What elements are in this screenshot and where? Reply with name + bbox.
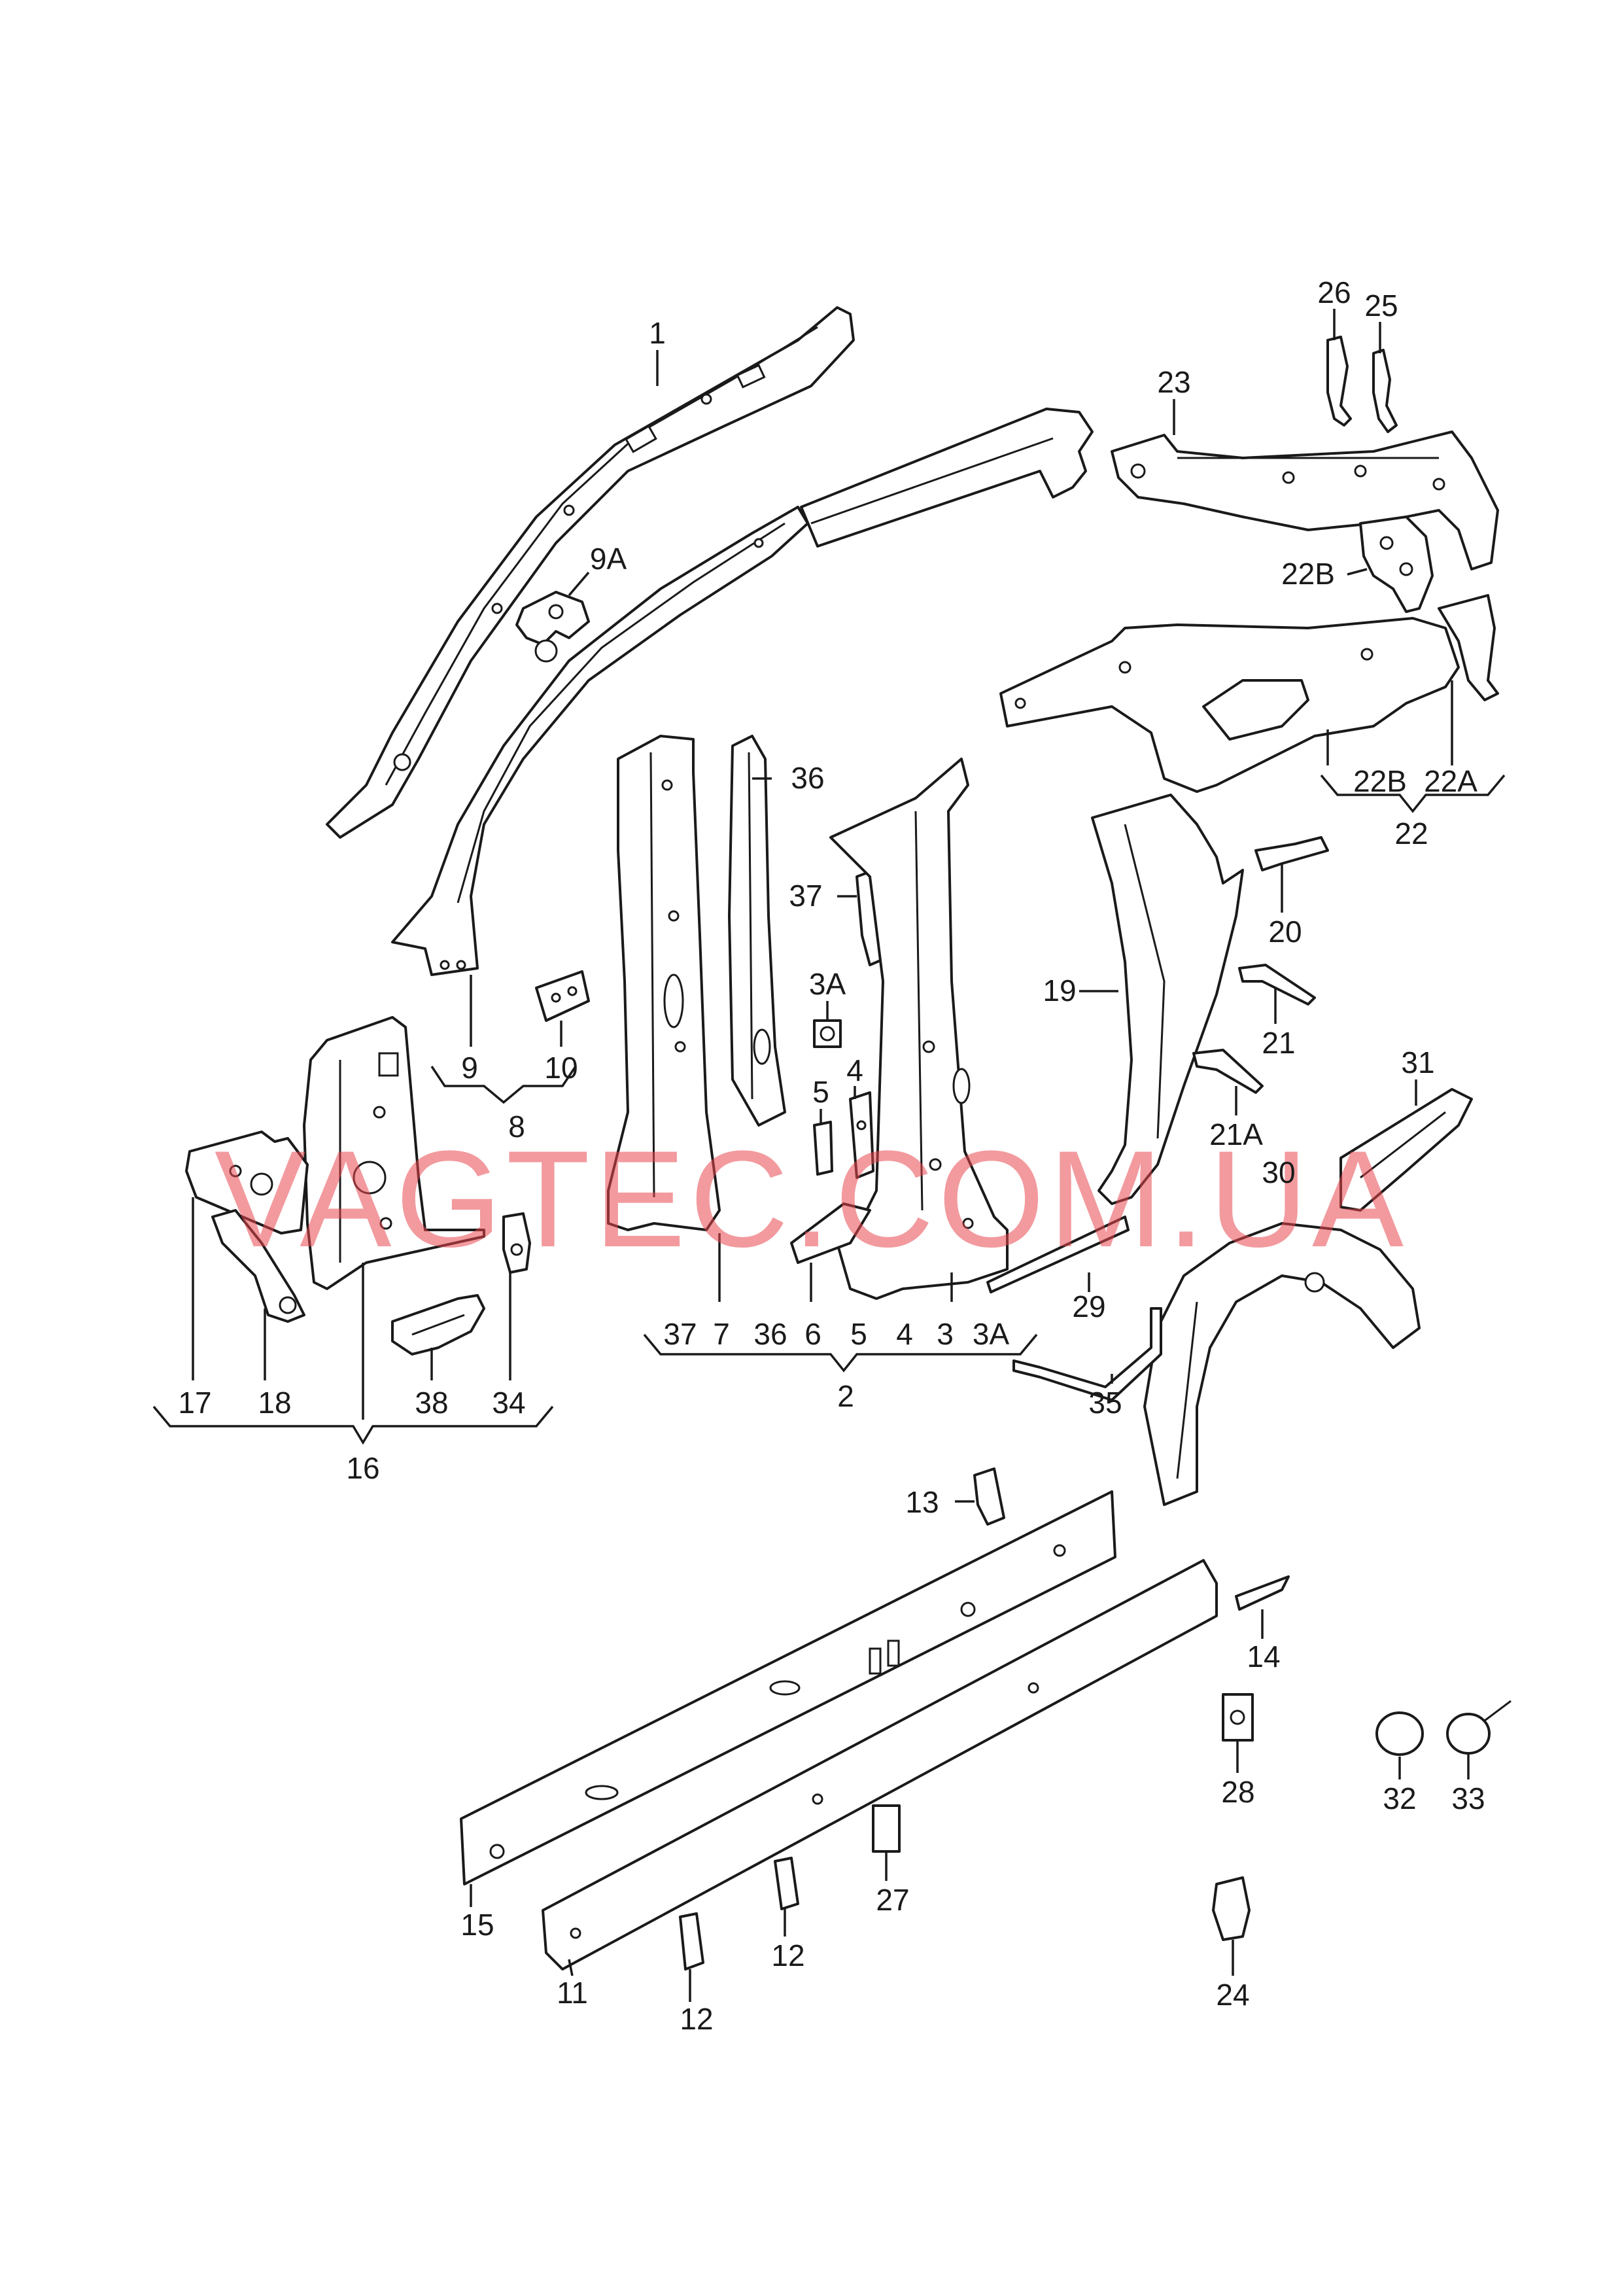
- part-3a-nut[interactable]: [813, 1019, 842, 1048]
- label-18: 18: [258, 1386, 291, 1420]
- part-28-block[interactable]: [1222, 1693, 1254, 1742]
- label-34: 34: [492, 1386, 525, 1420]
- part-9-roof-side-rail[interactable]: [391, 506, 809, 976]
- leader-lines: [152, 309, 1506, 2002]
- label-31: 31: [1401, 1045, 1434, 1079]
- part-33-clip[interactable]: [1446, 1700, 1512, 1755]
- label-13: 13: [905, 1485, 939, 1519]
- label-25: 25: [1364, 289, 1398, 323]
- label-33: 33: [1451, 1781, 1485, 1815]
- part-1-a-pillar-rail[interactable]: [326, 306, 855, 839]
- part-15-sill-inner[interactable]: [460, 1490, 1116, 1885]
- part-11-sill-outer[interactable]: [542, 1559, 1218, 1971]
- part-4-bracket[interactable]: [849, 1091, 874, 1179]
- label-22b-upper: 22B: [1281, 557, 1335, 591]
- part-22-rear-inner-panel[interactable]: [999, 617, 1460, 793]
- label-24: 24: [1216, 1978, 1249, 2012]
- label-12-lower: 12: [680, 2002, 713, 2036]
- label-12-upper: 12: [771, 1938, 804, 1972]
- part-32-plug[interactable]: [1375, 1711, 1424, 1756]
- label-3a: 3A: [973, 1317, 1010, 1351]
- part-38-plate[interactable]: [391, 1294, 485, 1356]
- label-27: 27: [876, 1883, 909, 1917]
- part-22a-bracket[interactable]: [1438, 594, 1499, 701]
- part-9a-bracket[interactable]: [515, 591, 590, 663]
- label-3a-upper: 3A: [809, 967, 846, 1001]
- label-37-upper: 37: [789, 879, 822, 913]
- label-38: 38: [415, 1386, 448, 1420]
- part-13-plug[interactable]: [973, 1467, 1005, 1526]
- label-30: 30: [1262, 1155, 1295, 1189]
- label-20: 20: [1268, 915, 1302, 949]
- part-27-clip[interactable]: [872, 1804, 901, 1853]
- label-4-upper: 4: [846, 1053, 863, 1087]
- part-5-bracket[interactable]: [813, 1121, 833, 1176]
- label-32: 32: [1383, 1781, 1416, 1815]
- label-22b: 22B: [1353, 764, 1407, 798]
- watermark-text: VAGTEC.COM.UA: [215, 1122, 1408, 1276]
- part-26-strip[interactable]: [1326, 336, 1352, 427]
- label-14: 14: [1247, 1639, 1280, 1673]
- part-20-clip[interactable]: [1254, 836, 1329, 871]
- label-36-upper: 36: [791, 761, 824, 795]
- part-18-brace[interactable]: [211, 1209, 305, 1323]
- part-12-plug-lower[interactable]: [679, 1912, 704, 1971]
- label-21a: 21A: [1209, 1117, 1263, 1151]
- label-9: 9: [461, 1051, 478, 1085]
- part-21-clip[interactable]: [1238, 964, 1316, 1006]
- label-8: 8: [508, 1110, 525, 1144]
- label-26: 26: [1317, 275, 1351, 309]
- part-21a-clip[interactable]: [1192, 1049, 1264, 1094]
- part-25-strip[interactable]: [1372, 349, 1398, 433]
- label-19: 19: [1043, 973, 1076, 1007]
- label-37: 37: [663, 1317, 697, 1351]
- label-23: 23: [1157, 365, 1190, 399]
- part-29-strip[interactable]: [986, 1216, 1130, 1293]
- label-2: 2: [837, 1379, 854, 1413]
- part-36-reinforcement[interactable]: [728, 735, 786, 1127]
- label-5: 5: [850, 1317, 867, 1351]
- label-1: 1: [649, 316, 666, 350]
- part-10-patch[interactable]: [535, 970, 590, 1022]
- label-9a: 9A: [590, 542, 627, 576]
- label-29: 29: [1072, 1289, 1105, 1323]
- part-3-b-pillar[interactable]: [829, 758, 1009, 1300]
- label-28: 28: [1221, 1775, 1254, 1809]
- part-16-a-pillar-lower[interactable]: [303, 1016, 485, 1290]
- callout-labels: 1 9A 23 26 25 22B 36 37 3A 4 5 19 20 21 …: [178, 275, 1485, 2036]
- part-19-c-pillar[interactable]: [1091, 794, 1244, 1205]
- label-17: 17: [178, 1386, 211, 1420]
- part-12-plug-upper[interactable]: [774, 1857, 799, 1910]
- label-6: 6: [804, 1317, 821, 1351]
- part-23-rear-rail[interactable]: [1111, 430, 1499, 570]
- part-22b-upper-bracket[interactable]: [1359, 516, 1434, 613]
- label-22a: 22A: [1424, 764, 1477, 798]
- label-22: 22: [1394, 816, 1428, 850]
- label-3: 3: [937, 1317, 954, 1351]
- label-36: 36: [753, 1317, 787, 1351]
- part-7-b-pillar-outer[interactable]: [607, 735, 721, 1231]
- label-11: 11: [557, 1976, 588, 2010]
- label-10: 10: [544, 1051, 578, 1085]
- label-35: 35: [1088, 1386, 1122, 1420]
- label-21: 21: [1262, 1026, 1295, 1060]
- part-14-clip[interactable]: [1235, 1575, 1290, 1611]
- label-7: 7: [713, 1317, 730, 1351]
- part-6-plate[interactable]: [790, 1202, 871, 1264]
- label-4: 4: [896, 1317, 913, 1351]
- part-31-bracket[interactable]: [1339, 1088, 1473, 1212]
- part-35-seal[interactable]: [1012, 1307, 1162, 1401]
- part-roof-rail-rear[interactable]: [800, 408, 1094, 548]
- part-30-wheel-arch[interactable]: [1143, 1222, 1421, 1506]
- label-16: 16: [346, 1451, 379, 1485]
- part-24-plug[interactable]: [1212, 1876, 1251, 1941]
- part-17-bracket[interactable]: [185, 1130, 309, 1235]
- part-34-bracket[interactable]: [502, 1212, 531, 1274]
- label-15: 15: [460, 1908, 494, 1942]
- label-5-upper: 5: [812, 1075, 829, 1109]
